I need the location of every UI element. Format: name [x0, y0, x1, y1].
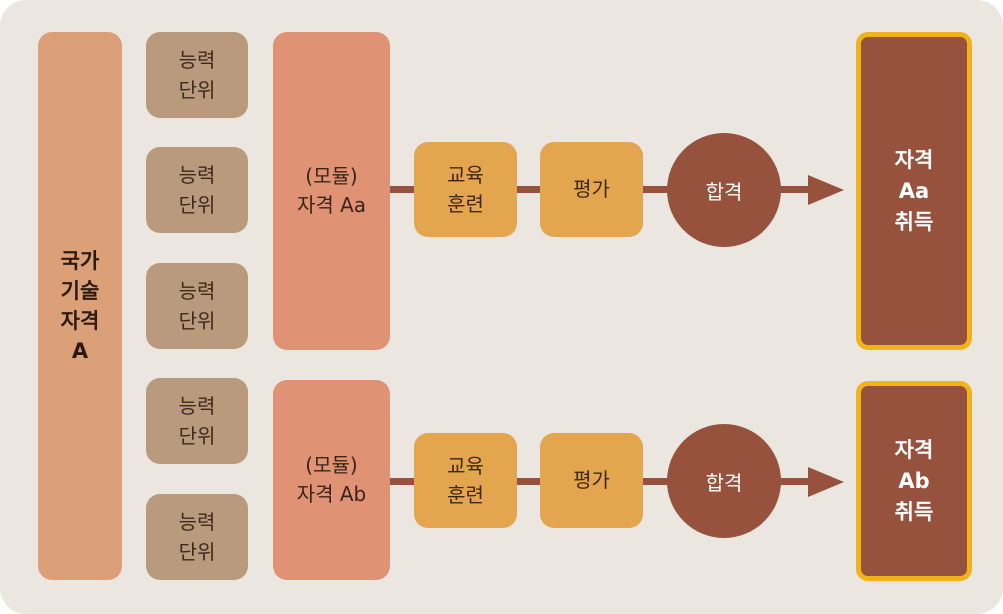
training-box: 교육 훈련	[414, 142, 517, 237]
module-qualification-box: (모듈) 자격 Aa	[273, 32, 390, 350]
module-line: 자격 Aa	[296, 193, 367, 217]
training-line: 훈련	[447, 191, 484, 216]
evaluation-label: 평가	[573, 177, 610, 201]
module-line: 자격 Ab	[296, 482, 367, 506]
training-box: 교육 훈련	[414, 433, 517, 528]
training-line: 교육	[447, 453, 484, 478]
national-line: 자격	[60, 309, 100, 333]
unit-line: 단위	[178, 540, 216, 564]
pass-circle: 합격	[667, 424, 781, 538]
pass-circle: 합격	[667, 133, 781, 247]
result-line: Aa	[898, 178, 930, 203]
pass-label: 합격	[705, 470, 743, 495]
unit-line: 단위	[178, 309, 216, 333]
evaluation-box: 평가	[540, 433, 643, 528]
competency-unit-box: 능력 단위	[146, 378, 248, 464]
module-line: (모듈)	[305, 453, 358, 477]
competency-unit-box: 능력 단위	[146, 263, 248, 349]
national-line: 국가	[60, 249, 100, 273]
competency-unit-box: 능력 단위	[146, 494, 248, 580]
unit-line: 단위	[178, 424, 216, 448]
qualification-acquired-box: 자격 Ab 취득	[856, 381, 972, 581]
competency-unit-box: 능력 단위	[146, 32, 248, 118]
result-line: 자격	[894, 147, 934, 172]
qualification-acquired-box: 자격 Aa 취득	[856, 32, 972, 350]
competency-unit-box: 능력 단위	[146, 147, 248, 233]
result-line: 취득	[894, 209, 934, 234]
pass-label: 합격	[705, 179, 743, 204]
arrow-head-icon	[808, 175, 844, 205]
unit-line: 능력	[178, 394, 216, 418]
unit-line: 능력	[178, 279, 216, 303]
unit-line: 능력	[178, 510, 216, 534]
national-line: A	[71, 339, 89, 363]
national-qualification-box: 국가 기술 자격 A	[38, 32, 122, 580]
evaluation-label: 평가	[573, 468, 610, 492]
national-line: 기술	[60, 279, 100, 303]
module-line: (모듈)	[305, 164, 358, 188]
module-qualification-box: (모듈) 자격 Ab	[273, 380, 390, 580]
result-line: 자격	[894, 437, 934, 462]
unit-line: 단위	[178, 78, 216, 102]
unit-line: 능력	[178, 48, 216, 72]
arrow-head-icon	[808, 467, 844, 497]
training-line: 교육	[447, 162, 484, 187]
training-line: 훈련	[447, 482, 484, 507]
unit-line: 능력	[178, 163, 216, 187]
unit-line: 단위	[178, 193, 216, 217]
result-line: Ab	[898, 468, 930, 493]
result-line: 취득	[894, 499, 934, 524]
evaluation-box: 평가	[540, 142, 643, 237]
